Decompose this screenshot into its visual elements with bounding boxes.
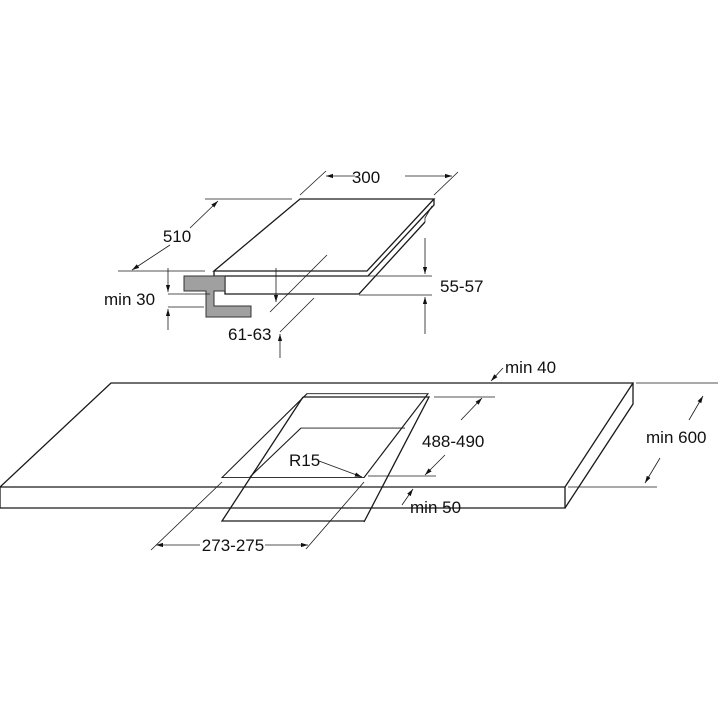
hob-drawing bbox=[183, 198, 436, 318]
cutout-inner bbox=[249, 427, 405, 478]
dim-min-30: min 30 bbox=[104, 290, 155, 309]
hob-body-side bbox=[424, 205, 433, 222]
worktop-drawing bbox=[0, 382, 635, 523]
cutout bbox=[220, 393, 430, 478]
dim-depth-510: 510 bbox=[163, 227, 191, 246]
mounting-bracket bbox=[183, 275, 252, 318]
dim-min-40: min 40 bbox=[505, 358, 556, 377]
hob-glass-top bbox=[212, 198, 436, 272]
dim-55-57: 55-57 bbox=[440, 277, 483, 296]
dim-273-275: 273-275 bbox=[202, 536, 264, 555]
hob-glass-edge bbox=[213, 199, 435, 277]
dim-min-600: min 600 bbox=[646, 428, 706, 447]
worktop-front-face bbox=[0, 487, 566, 509]
dim-61-63: 61-63 bbox=[228, 325, 271, 344]
hob-body bbox=[224, 221, 426, 295]
cutout-outer bbox=[220, 396, 431, 523]
dim-width-300: 300 bbox=[352, 168, 380, 187]
dim-r15: R15 bbox=[289, 451, 320, 470]
dim-min-50: min 50 bbox=[410, 498, 461, 517]
worktop-side-face bbox=[564, 383, 634, 509]
hob-dimensions: 300 510 min 30 55-57 61-63 bbox=[104, 168, 483, 358]
worktop-dimensions: min 40 488-490 min 600 R15 min 50 273-27… bbox=[150, 358, 718, 555]
worktop-top-face bbox=[0, 382, 635, 488]
dim-488-490: 488-490 bbox=[422, 432, 484, 451]
